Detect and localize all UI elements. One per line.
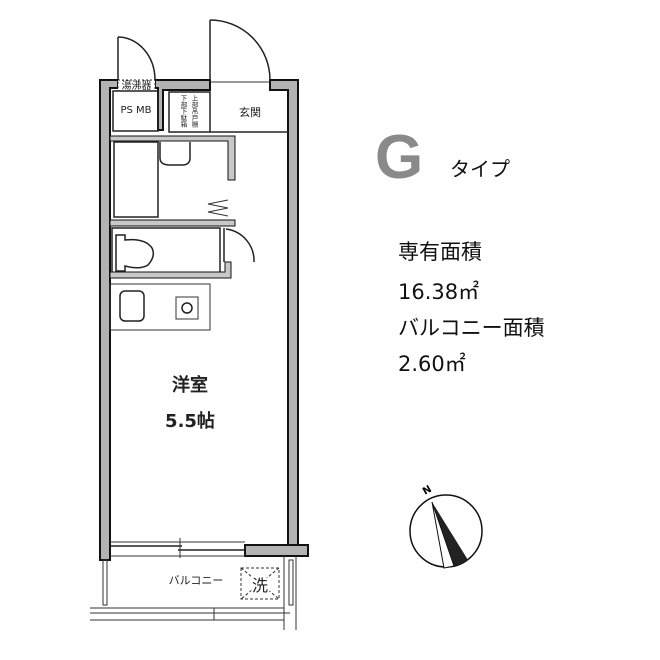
compass-north-label: N [421, 484, 434, 498]
washbasin [159, 142, 191, 166]
balcony-window[interactable] [110, 538, 245, 558]
bathroom-wall [109, 135, 236, 181]
stove [175, 296, 199, 320]
compass-icon: N [409, 484, 483, 569]
balcony-area-value: 2.60㎡ [398, 352, 466, 376]
area-label: 専有面積 [398, 240, 482, 264]
laundry-label: 洗 [252, 576, 268, 595]
water-heater-label: 湯沸器 [122, 79, 152, 92]
balcony-area-label: バルコニー面積 [398, 316, 545, 340]
outer-wall-left [99, 79, 119, 561]
water-heater-box [117, 79, 156, 92]
type-letter: G [375, 123, 423, 192]
entrance-label: 玄関 [239, 105, 261, 119]
ps-mb-box [112, 90, 159, 132]
stove-burner-icon [181, 302, 193, 314]
laundry-space [240, 567, 280, 600]
outer-wall-top-left [154, 79, 211, 131]
room-name: 洋室 [172, 374, 208, 396]
shoe-closet [168, 91, 211, 133]
toilet-room-wall [109, 261, 232, 279]
type-suffix: タイプ [450, 157, 510, 181]
toilet-door[interactable] [223, 228, 255, 263]
outer-wall-bottom-right [244, 544, 309, 557]
closet-label-1: 上部吊戸棚 [190, 94, 198, 129]
bathroom-bottom-wall [109, 219, 236, 227]
bathtub [113, 141, 159, 218]
kitchen-sink [119, 290, 145, 322]
room-size: 5.5帖 [165, 410, 215, 432]
storage-door[interactable] [117, 36, 156, 81]
bathroom-folding-door[interactable] [207, 199, 229, 217]
outer-wall-top-right [269, 79, 299, 546]
ps-mb-label: PS MB [120, 105, 151, 116]
balcony [90, 556, 297, 630]
closet-label-2: 下部下駄箱 [179, 95, 187, 129]
kitchen-counter [109, 283, 211, 331]
balcony-label: バルコニー [169, 574, 224, 587]
area-value: 16.38㎡ [398, 280, 480, 304]
toilet-icon [115, 234, 155, 272]
entrance-door[interactable] [209, 19, 271, 83]
